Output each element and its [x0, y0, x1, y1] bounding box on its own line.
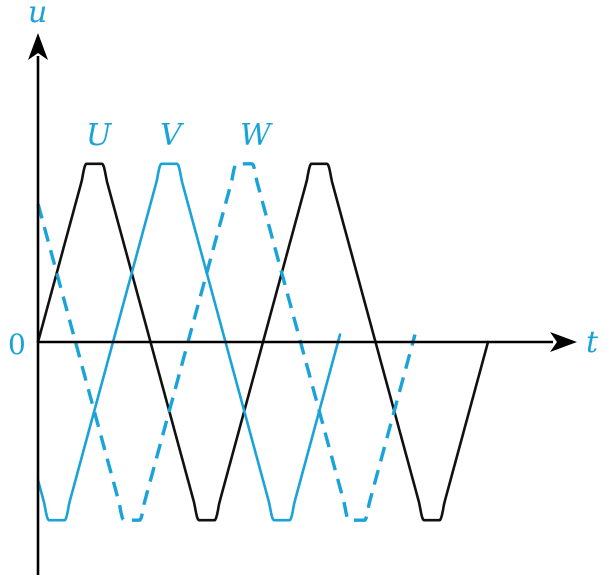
axes — [28, 33, 577, 575]
x-axis-label: t — [586, 325, 599, 360]
y-axis-label: u — [28, 0, 47, 30]
wave-v-line — [36, 162, 342, 522]
origin-label: 0 — [8, 328, 26, 361]
y-axis-arrowhead — [28, 33, 48, 60]
series-label-v: V — [160, 118, 185, 153]
series-label-u: U — [86, 118, 113, 153]
wave-w-line — [36, 162, 417, 522]
x-axis-arrowhead — [550, 332, 577, 352]
series-label-w: W — [240, 118, 273, 153]
